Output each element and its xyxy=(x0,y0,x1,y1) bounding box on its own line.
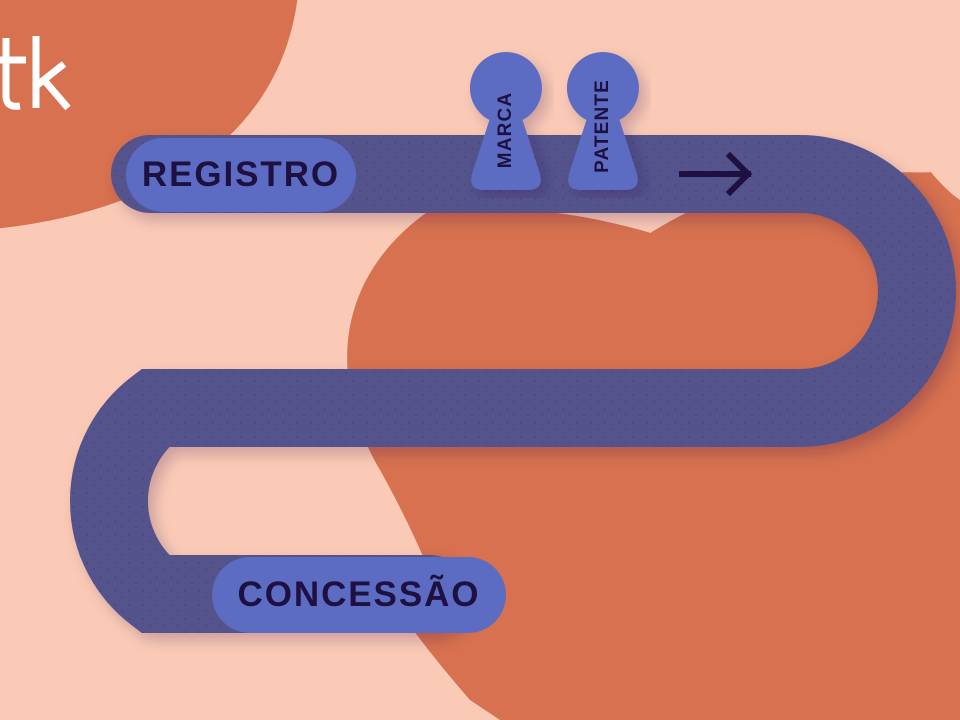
step-pill-concessao[interactable]: CONCESSÃO xyxy=(212,557,506,633)
map-marker-patente[interactable]: PATENTE xyxy=(555,48,651,198)
blob-right-peach xyxy=(864,0,960,200)
map-pin-keyhole-icon xyxy=(469,52,542,190)
step-pill-concessao-label: CONCESSÃO xyxy=(237,575,481,614)
brand-wordmark-icon xyxy=(0,36,71,111)
step-pill-registro[interactable]: REGISTRO xyxy=(126,138,356,212)
map-marker-marca[interactable]: MARCA xyxy=(458,48,554,198)
map-pin-keyhole-icon xyxy=(566,52,639,190)
blob-top-left xyxy=(0,0,298,229)
step-pill-registro-label: REGISTRO xyxy=(141,155,341,194)
arrow-right-icon xyxy=(679,151,753,197)
process-path-texture xyxy=(70,135,956,633)
